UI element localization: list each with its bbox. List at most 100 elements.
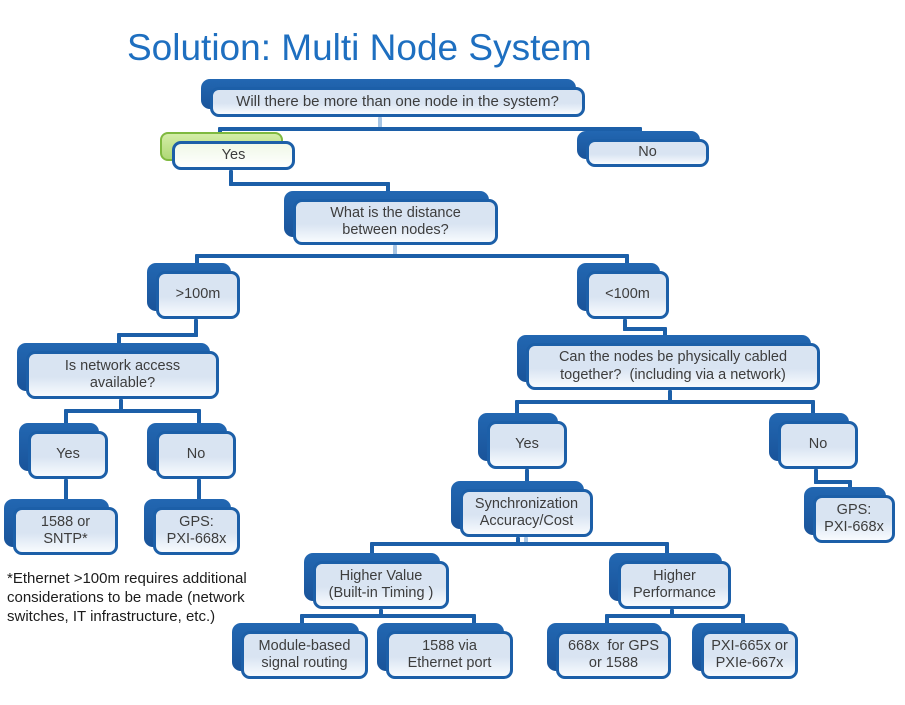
node-higher-value: Higher Value (Built-in Timing ) (304, 553, 449, 609)
node-label: No (808, 436, 828, 453)
node-label: 1588 via Ethernet port (407, 637, 492, 671)
edge-q1-branch (218, 127, 642, 131)
node-result-pxi665x-pxie667x: PXI-665x or PXIe-667x (692, 623, 798, 679)
edge-yes2-r1588 (64, 479, 68, 500)
edge-no3-gpsright-v1 (814, 469, 818, 484)
node-box: GPS: PXI-668x (813, 495, 895, 543)
node-box: Yes (172, 141, 295, 170)
node-box: Module-based signal routing (241, 631, 368, 679)
node-no-top: No (577, 131, 709, 167)
node-no-network: No (147, 423, 236, 479)
node-box: PXI-665x or PXIe-667x (701, 631, 798, 679)
node-label: Synchronization Accuracy/Cost (474, 495, 579, 529)
node-label: No (638, 144, 657, 161)
edge-q4-branch (515, 400, 815, 404)
node-yes-top: Yes (160, 132, 295, 170)
edge-no2-gpsleft (197, 479, 201, 500)
edge-yes1-q2-v1 (229, 170, 233, 186)
node-yes-cabled: Yes (478, 413, 567, 469)
node-yes-network: Yes (19, 423, 108, 479)
node-box: 1588 or SNTP* (13, 507, 118, 555)
node-result-1588-ethernet: 1588 via Ethernet port (377, 623, 513, 679)
edge-q2-lt100-drop (625, 256, 629, 265)
node-box: 1588 via Ethernet port (386, 631, 513, 679)
node-box: Synchronization Accuracy/Cost (460, 489, 593, 537)
edge-q4-yes3-drop (515, 402, 519, 415)
node-box: GPS: PXI-668x (153, 507, 240, 555)
node-result-gps-pxi668x-right: GPS: PXI-668x (804, 487, 895, 543)
edge-yes1-q2-v2 (386, 182, 390, 192)
edge-hp-stub (670, 609, 674, 617)
edge-yes1-q2-h (229, 182, 390, 186)
node-label: >100m (175, 286, 221, 303)
node-box: <100m (586, 271, 669, 319)
node-box: Yes (28, 431, 108, 479)
node-question-more-than-one: Will there be more than one node in the … (201, 79, 585, 117)
edge-lt100-q4-h (623, 327, 667, 331)
node-no-cabled: No (769, 413, 858, 469)
node-box: Yes (487, 421, 567, 469)
edge-gt100-q3-h (117, 333, 198, 337)
node-question-cabled-together: Can the nodes be physically cabled toget… (517, 335, 820, 390)
edge-gt100-q3-v2 (117, 335, 121, 344)
edge-gt100-q3-v1 (194, 319, 198, 337)
edge-hp-668x-drop (605, 616, 609, 624)
node-label: Module-based signal routing (258, 637, 351, 671)
edge-q3-no2-drop (197, 411, 201, 424)
node-label: GPS: PXI-668x (824, 501, 884, 535)
node-box: No (586, 139, 709, 167)
node-lt100m: <100m (577, 263, 669, 319)
edge-hv-branch (300, 614, 476, 618)
node-label: 668x for GPS or 1588 (567, 637, 660, 671)
node-label: GPS: PXI-668x (166, 513, 227, 547)
edge-q3-yes2-drop (64, 411, 68, 424)
edge-hp-pxi-drop (741, 616, 745, 624)
node-question-distance: What is the distance between nodes? (284, 191, 498, 245)
node-result-gps-pxi668x-left: GPS: PXI-668x (144, 499, 240, 555)
edge-q1-stub (378, 117, 382, 128)
edge-sync-v1 (516, 537, 520, 546)
node-result-668x-gps-1588: 668x for GPS or 1588 (547, 623, 671, 679)
node-question-network-access: Is network access available? (17, 343, 219, 399)
node-label: Higher Performance (632, 567, 716, 601)
edge-hv-eth-drop (472, 616, 476, 624)
edge-q2-gt100-drop (195, 256, 199, 265)
edge-q3-stub (119, 399, 123, 411)
edge-q4-stub (668, 390, 672, 402)
node-box: Can the nodes be physically cabled toget… (526, 343, 820, 390)
node-box: No (778, 421, 858, 469)
edge-lt100-q4-v2 (663, 329, 667, 337)
node-gt100m: >100m (147, 263, 240, 319)
node-box: >100m (156, 271, 240, 319)
node-label: Is network access available? (64, 357, 181, 391)
edge-sync-hp-drop (665, 544, 669, 554)
node-label: No (186, 446, 206, 463)
node-result-1588-sntp: 1588 or SNTP* (4, 499, 118, 555)
node-label: <100m (605, 286, 650, 303)
edge-no3-gpsright-v2 (848, 482, 852, 488)
node-box: Higher Performance (618, 561, 731, 609)
edge-no3-gpsright-h (814, 480, 852, 484)
node-label: Higher Value (Built-in Timing ) (328, 567, 434, 601)
edge-q2-branch (195, 254, 629, 258)
node-box: No (156, 431, 236, 479)
node-higher-performance: Higher Performance (609, 553, 731, 609)
edge-q3-branch (64, 409, 201, 413)
node-label: Yes (56, 446, 80, 463)
slide-title: Solution: Multi Node System (127, 27, 592, 68)
node-label: Will there be more than one node in the … (236, 93, 559, 111)
edge-yes3-sync (525, 469, 529, 483)
node-box: What is the distance between nodes? (293, 199, 498, 245)
ethernet-footnote: *Ethernet >100m requires additional cons… (7, 570, 247, 626)
edge-sync-stub (524, 537, 528, 545)
edge-hv-stub (379, 609, 383, 617)
node-sync-accuracy-cost: Synchronization Accuracy/Cost (451, 481, 593, 537)
node-label: Yes (515, 436, 539, 453)
node-label: 1588 or SNTP* (40, 513, 91, 547)
edge-q4-no3-drop (811, 402, 815, 415)
node-result-module-routing: Module-based signal routing (232, 623, 368, 679)
node-label: Can the nodes be physically cabled toget… (558, 349, 788, 383)
node-label: PXI-665x or PXIe-667x (711, 637, 788, 671)
edge-hp-branch (605, 614, 745, 618)
